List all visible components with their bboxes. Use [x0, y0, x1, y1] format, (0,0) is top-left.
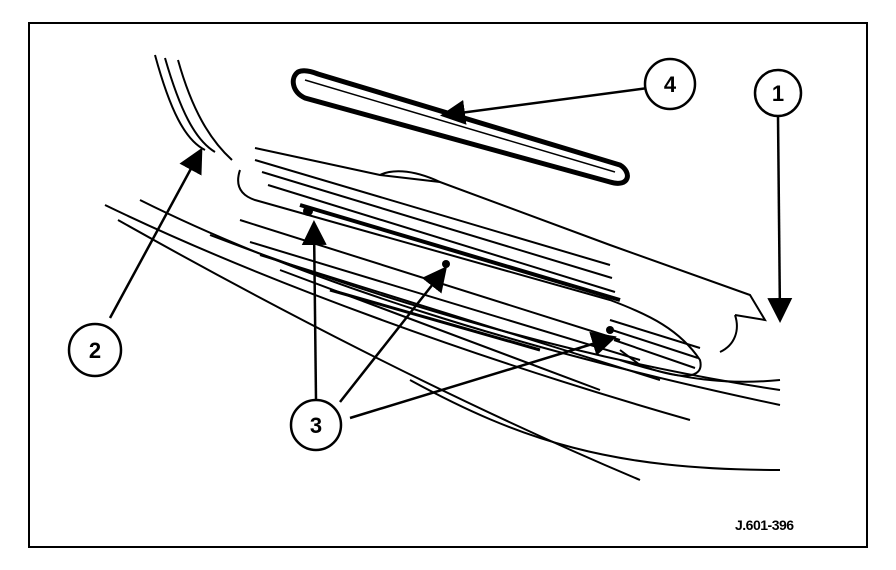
leader-3a — [301, 220, 327, 401]
callout-1-label: 1 — [772, 81, 784, 106]
callout-2: 2 — [67, 322, 123, 378]
fastener-dot — [606, 326, 614, 334]
callout-4-label: 4 — [664, 72, 677, 97]
callout-2-label: 2 — [89, 338, 101, 363]
leader-3c — [349, 331, 617, 420]
fastener-dot — [442, 260, 450, 268]
leader-1 — [767, 115, 793, 323]
leader-3b — [339, 266, 448, 403]
door-pillar — [154, 54, 233, 161]
callout-3: 3 — [289, 398, 343, 452]
body-contour-lines — [104, 199, 781, 481]
scuff-plate — [237, 147, 767, 377]
fastener-dot — [303, 206, 313, 216]
callout-3-label: 3 — [310, 413, 322, 438]
weatherstrip-seal — [290, 68, 630, 186]
leader-4 — [440, 86, 649, 125]
callout-4: 4 — [643, 57, 697, 111]
figure-id: J.601-396 — [735, 517, 794, 533]
leader-2 — [108, 147, 203, 319]
leader-lines — [108, 86, 793, 420]
callout-1: 1 — [753, 68, 803, 118]
fasteners — [303, 206, 614, 334]
